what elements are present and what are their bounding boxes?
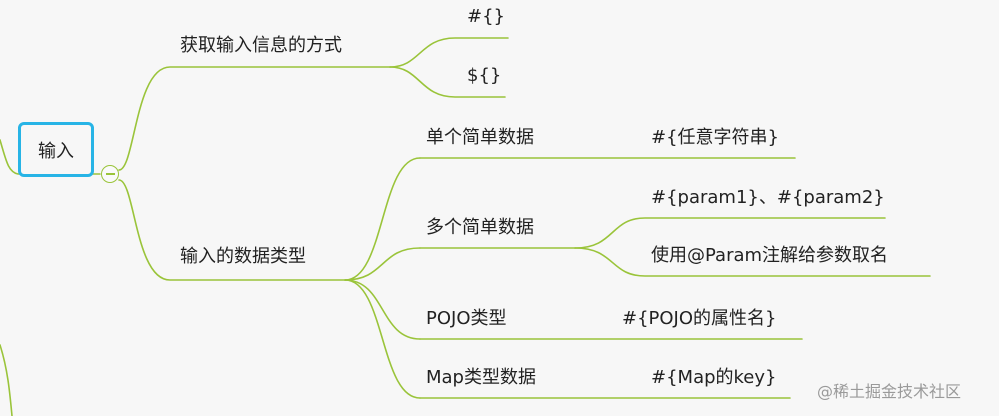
sub-2-leaf-2[interactable]: 使用@Param注解给参数取名 (651, 245, 889, 266)
edge-branch-2-sub-3 (344, 279, 421, 340)
edge-sub-2-leaf-2 (574, 247, 931, 277)
sub-4-label[interactable]: Map类型数据 (426, 367, 536, 388)
edge-branch-1-leaf-1 (389, 37, 509, 68)
sub-2-leaf-1[interactable]: #{param1}、#{param2} (651, 187, 885, 208)
sub-3-leaf-1[interactable]: #{POJO的属性名} (622, 308, 777, 329)
edge-root-branch-1 (118, 66, 391, 171)
root-label: 输入 (38, 140, 74, 162)
watermark: @稀土掘金技术社区 (817, 382, 962, 401)
edge-branch-1-leaf-2 (389, 66, 506, 98)
sub-1-label[interactable]: 单个简单数据 (426, 127, 534, 148)
branch-2-label[interactable]: 输入的数据类型 (180, 246, 306, 267)
branch-1-leaf-2[interactable]: ${} (467, 65, 502, 86)
sub-2-label[interactable]: 多个简单数据 (426, 217, 534, 238)
minus-icon (105, 173, 115, 175)
edge-branch-2-sub-4 (344, 279, 421, 399)
sub-3-label[interactable]: POJO类型 (426, 308, 507, 329)
edge-branch-2-sub-1 (344, 157, 421, 281)
root-node[interactable]: 输入 (18, 122, 94, 177)
edge-root-branch-2 (118, 179, 346, 281)
edge-root-parent (0, 139, 101, 175)
edge-branch-2-sub-2 (344, 247, 421, 281)
branch-1-label[interactable]: 获取输入信息的方式 (180, 35, 342, 56)
branch-1-leaf-1[interactable]: #{} (467, 6, 505, 27)
edge-sub-2-leaf-1 (574, 217, 886, 249)
edge-left-sibling (0, 344, 13, 416)
sub-4-leaf-1[interactable]: #{Map的key} (651, 367, 777, 388)
sub-1-leaf-1[interactable]: #{任意字符串} (651, 127, 779, 148)
collapse-toggle[interactable] (101, 165, 119, 183)
